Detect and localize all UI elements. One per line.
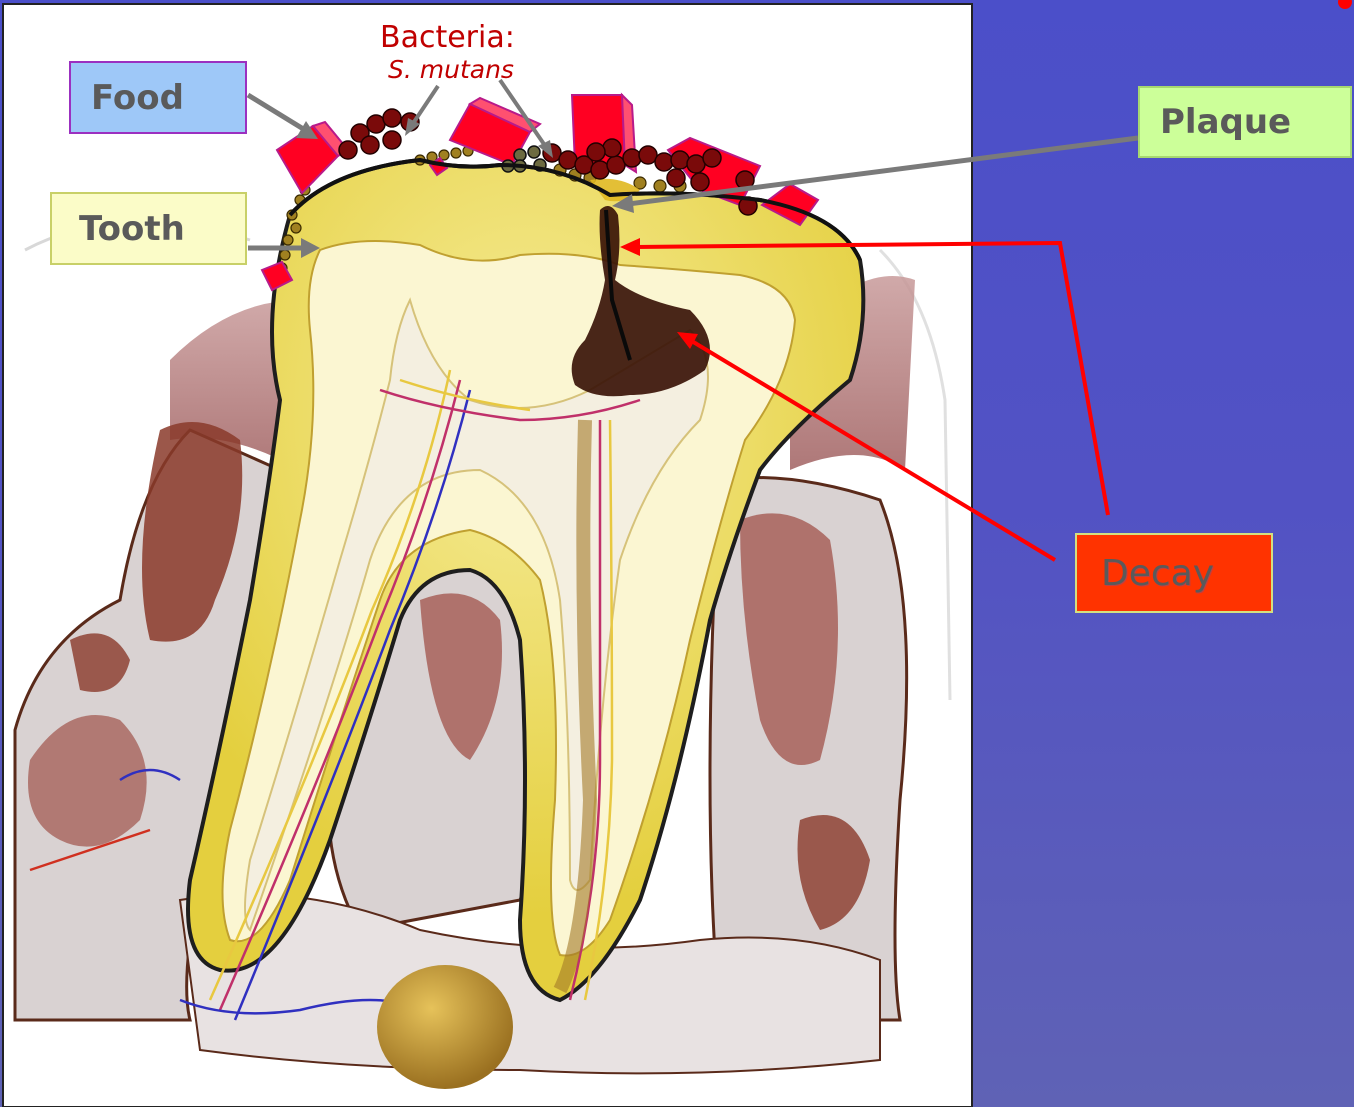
tooth-label: Tooth <box>50 192 247 265</box>
plaque-label: Plaque <box>1138 86 1352 158</box>
corner-marker <box>1338 0 1352 9</box>
decay-label: Decay <box>1075 533 1273 613</box>
abscess <box>377 965 513 1089</box>
bacteria-species-label: S. mutans <box>388 55 514 84</box>
food-label: Food <box>69 61 247 134</box>
bacteria-label: Bacteria: <box>380 20 515 55</box>
